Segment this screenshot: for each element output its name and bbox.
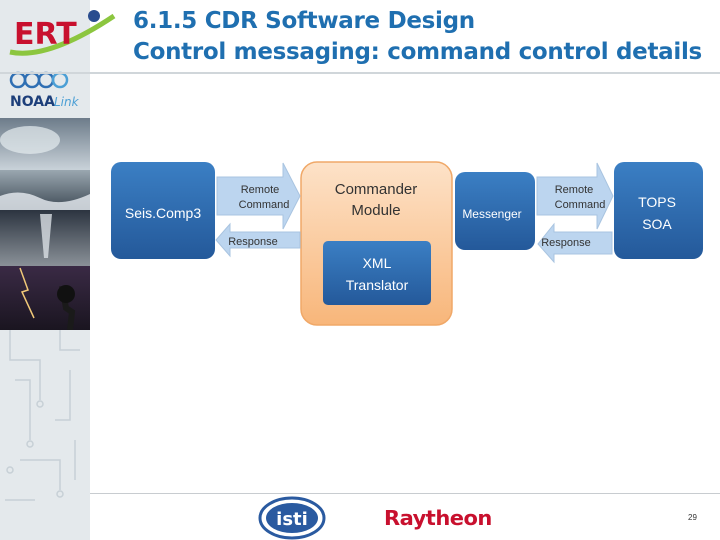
right-remote-command-arrow (537, 163, 613, 229)
right-remote-label-2: Command (555, 199, 606, 211)
xml-label-2: Translator (346, 277, 409, 293)
footer-divider (90, 493, 720, 494)
left-response-label: Response (228, 236, 278, 248)
left-remote-label-2: Command (239, 199, 290, 211)
page-number: 29 (688, 513, 697, 522)
left-remote-command-arrow (217, 163, 300, 229)
commander-label-1: Commander (335, 181, 418, 198)
xml-label-1: XML (363, 255, 392, 271)
commander-label-2: Module (351, 202, 400, 219)
isti-logo-text: isti (276, 509, 308, 530)
tops-label-2: SOA (642, 216, 672, 232)
tops-soa-box (614, 162, 703, 259)
left-remote-label-1: Remote (241, 184, 280, 196)
tops-label-1: TOPS (638, 194, 676, 210)
isti-logo: isti (258, 496, 326, 540)
xml-translator-box (323, 241, 431, 305)
right-remote-label-1: Remote (555, 184, 594, 196)
seiscomp-label: Seis.Comp3 (125, 205, 201, 221)
right-response-label: Response (541, 237, 591, 249)
raytheon-logo: Raytheon (384, 506, 492, 530)
messenger-label: Messenger (462, 207, 521, 221)
